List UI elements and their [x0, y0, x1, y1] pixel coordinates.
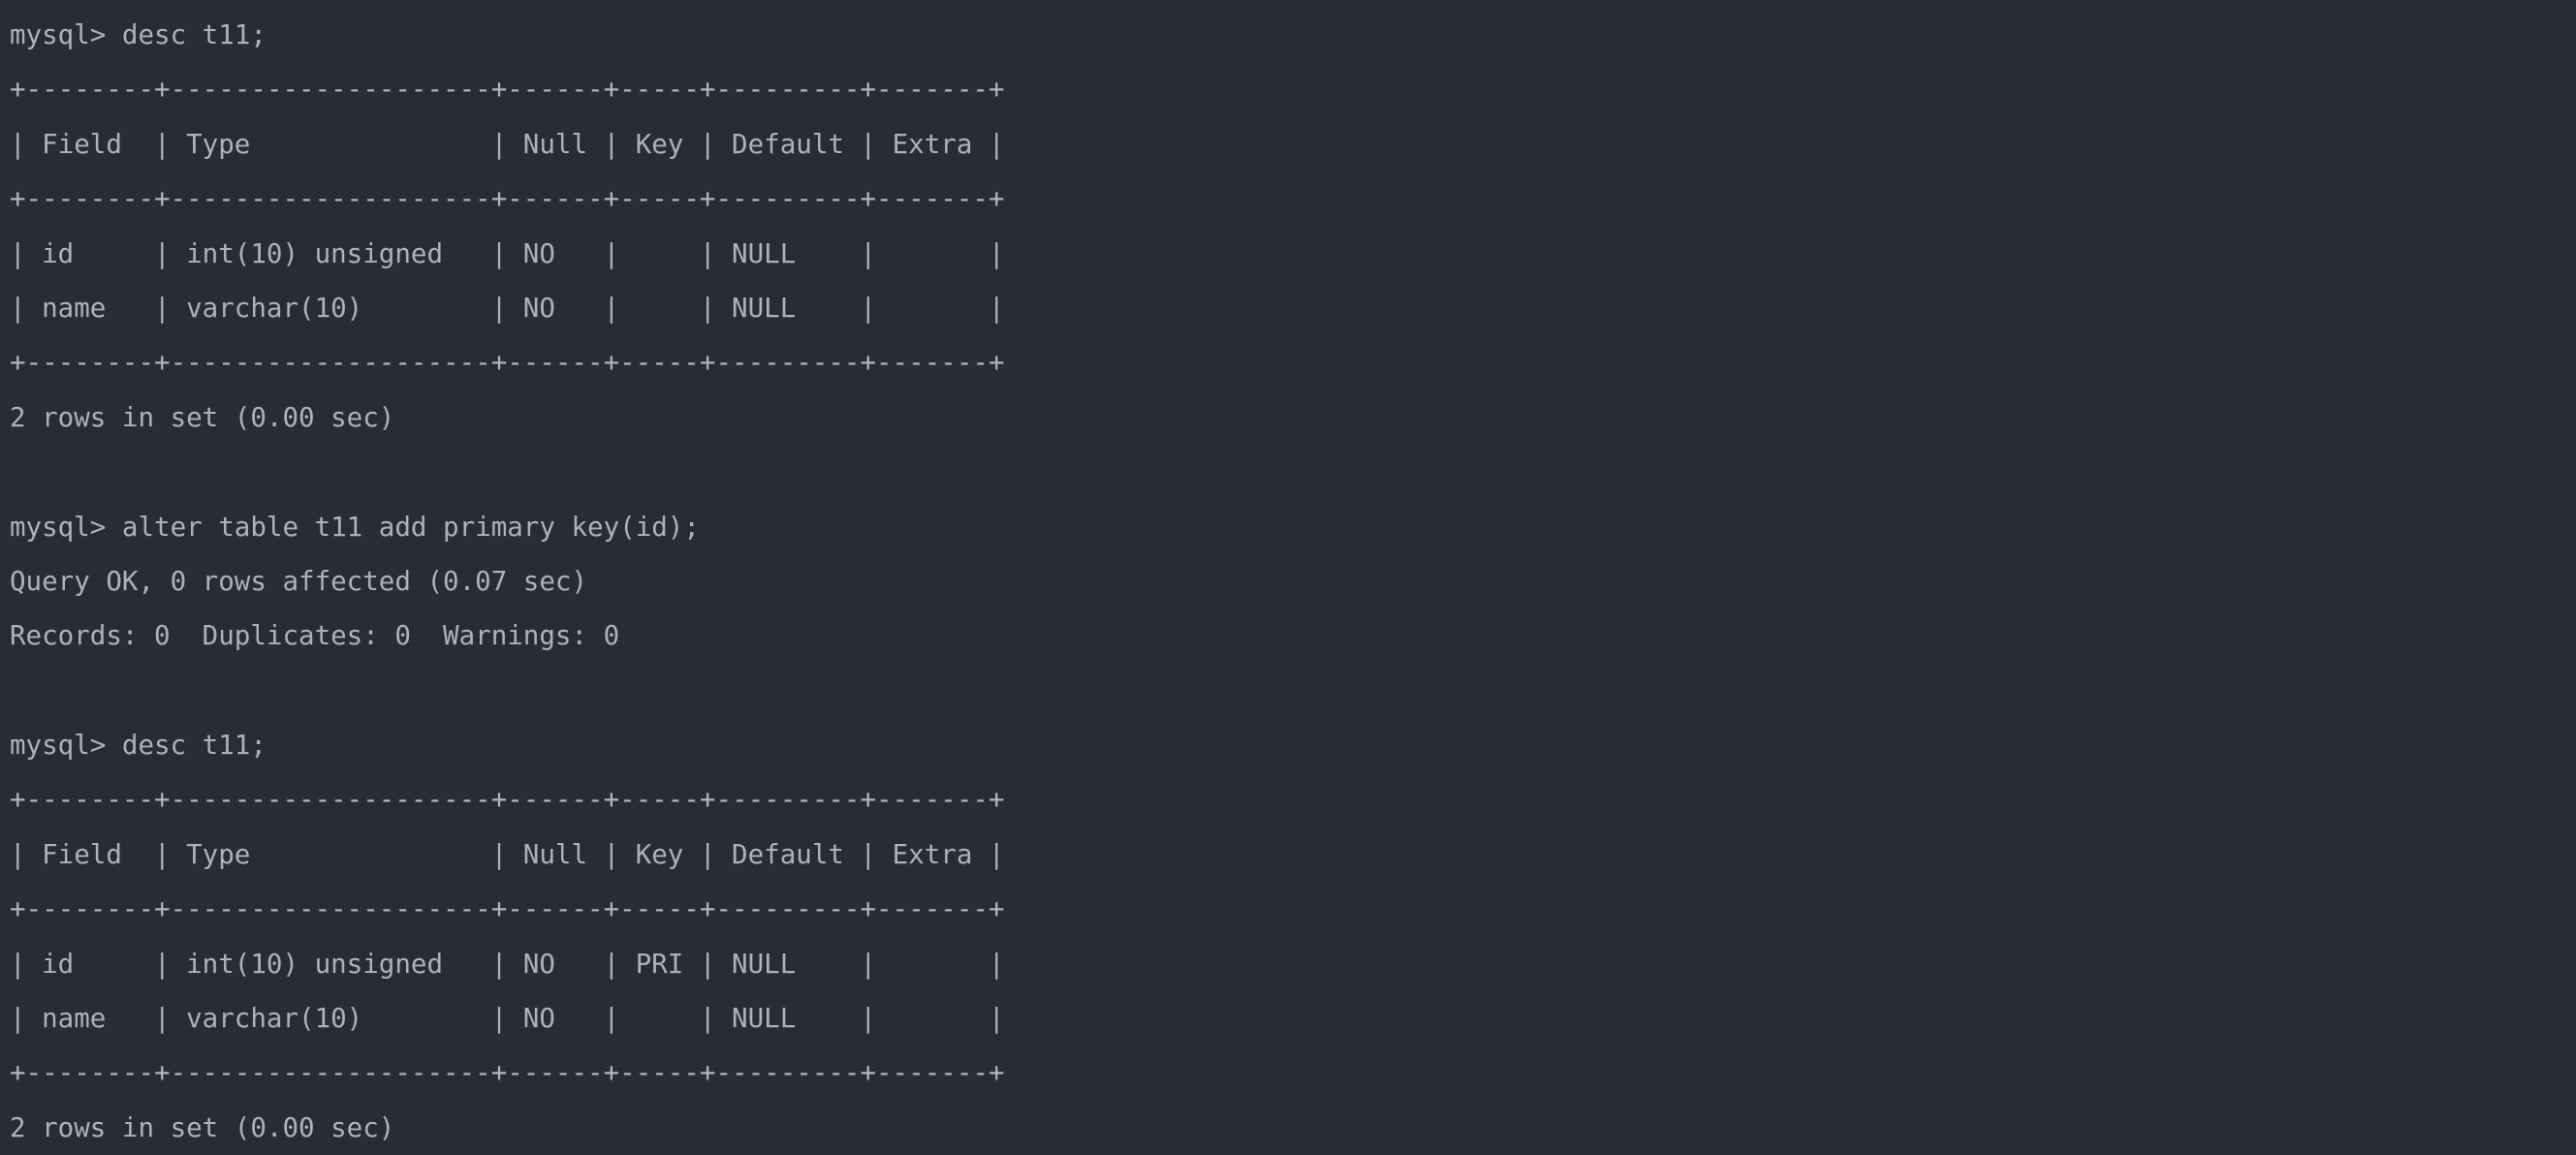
table-separator-line: +--------+--------------------+------+--… [10, 183, 1005, 215]
terminal-status-line: 2 rows in set (0.00 sec) [10, 1111, 395, 1143]
table-header-row: | Field | Type | Null | Key | Default | … [10, 128, 1005, 160]
terminal-prompt-line: mysql> alter table t11 add primary key(i… [10, 511, 700, 543]
table-row: | id | int(10) unsigned | NO | | NULL | … [10, 237, 1005, 269]
table-header-row: | Field | Type | Null | Key | Default | … [10, 838, 1005, 870]
table-separator-line: +--------+--------------------+------+--… [10, 347, 1005, 379]
terminal-blank-line [10, 445, 2576, 499]
table-row: | name | varchar(10) | NO | | NULL | | [10, 292, 1005, 324]
terminal-status-line: 2 rows in set (0.00 sec) [10, 401, 395, 433]
table-separator-line: +--------+--------------------+------+--… [10, 1057, 1005, 1089]
terminal-prompt-line: mysql> desc t11; [10, 19, 267, 50]
terminal-status-line: Query OK, 0 rows affected (0.07 sec) [10, 565, 588, 597]
table-row: | id | int(10) unsigned | NO | PRI | NUL… [10, 948, 1005, 980]
terminal-prompt-line: mysql> desc t11; [10, 730, 267, 762]
terminal-status-line: Records: 0 Duplicates: 0 Warnings: 0 [10, 620, 620, 652]
terminal-blank-line [10, 664, 2576, 718]
table-row: | name | varchar(10) | NO | | NULL | | [10, 1003, 1005, 1035]
table-separator-line: +--------+--------------------+------+--… [10, 784, 1005, 816]
table-separator-line: +--------+--------------------+------+--… [10, 74, 1005, 106]
table-separator-line: +--------+--------------------+------+--… [10, 893, 1005, 925]
